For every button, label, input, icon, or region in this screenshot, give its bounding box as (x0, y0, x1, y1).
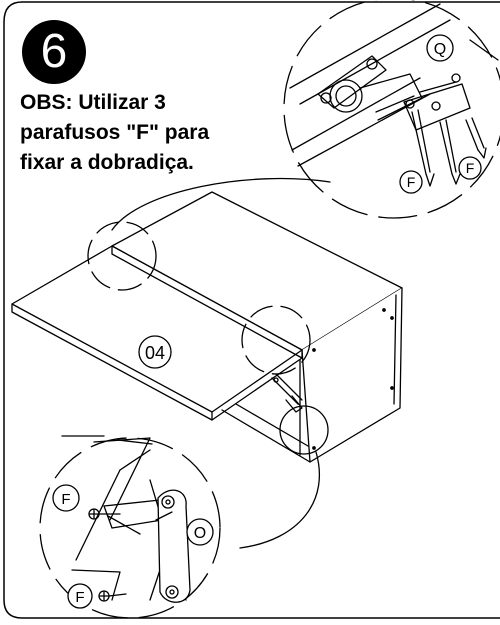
door-panel (11, 245, 303, 421)
detail-circle-mid-right (241, 305, 311, 375)
detail-top-right (283, 0, 500, 219)
step-number-badge: 6 (22, 20, 86, 84)
label-hinge-plate-top: Q (426, 34, 454, 62)
connector-arc-top (111, 177, 331, 231)
detail-bottom-left (39, 435, 221, 619)
label-screw-bottom-lower: F (67, 583, 93, 609)
detail-circle-hinge (279, 405, 329, 455)
cabinet-hinge (271, 373, 303, 413)
label-f-bottom-lower: F (75, 589, 84, 606)
note-line-1: OBS: Utilizar 3 (20, 91, 166, 114)
label-screw-top-right: F (458, 156, 482, 180)
label-f-top-right: F (466, 160, 475, 176)
note-line-2: parafusos "F" para (20, 121, 210, 144)
assembly-note: OBS: Utilizar 3 parafusos "F" para fixar… (20, 88, 300, 178)
step-number: 6 (40, 25, 68, 78)
label-o: O (194, 525, 206, 542)
label-mount-plate-bottom: O (186, 518, 214, 546)
note-line-3: fixar a dobradiça. (20, 151, 194, 174)
label-part-panel: 04 (138, 335, 172, 369)
label-screw-top-left: F (399, 170, 423, 194)
label-q: Q (434, 41, 446, 58)
label-04: 04 (145, 343, 165, 363)
label-f-bottom-upper: F (61, 491, 70, 508)
label-screw-bottom-upper: F (52, 484, 80, 512)
connector-arc-bottom (239, 451, 321, 549)
label-f-top-left: F (407, 174, 416, 190)
detail-circle-top-left (87, 221, 157, 291)
